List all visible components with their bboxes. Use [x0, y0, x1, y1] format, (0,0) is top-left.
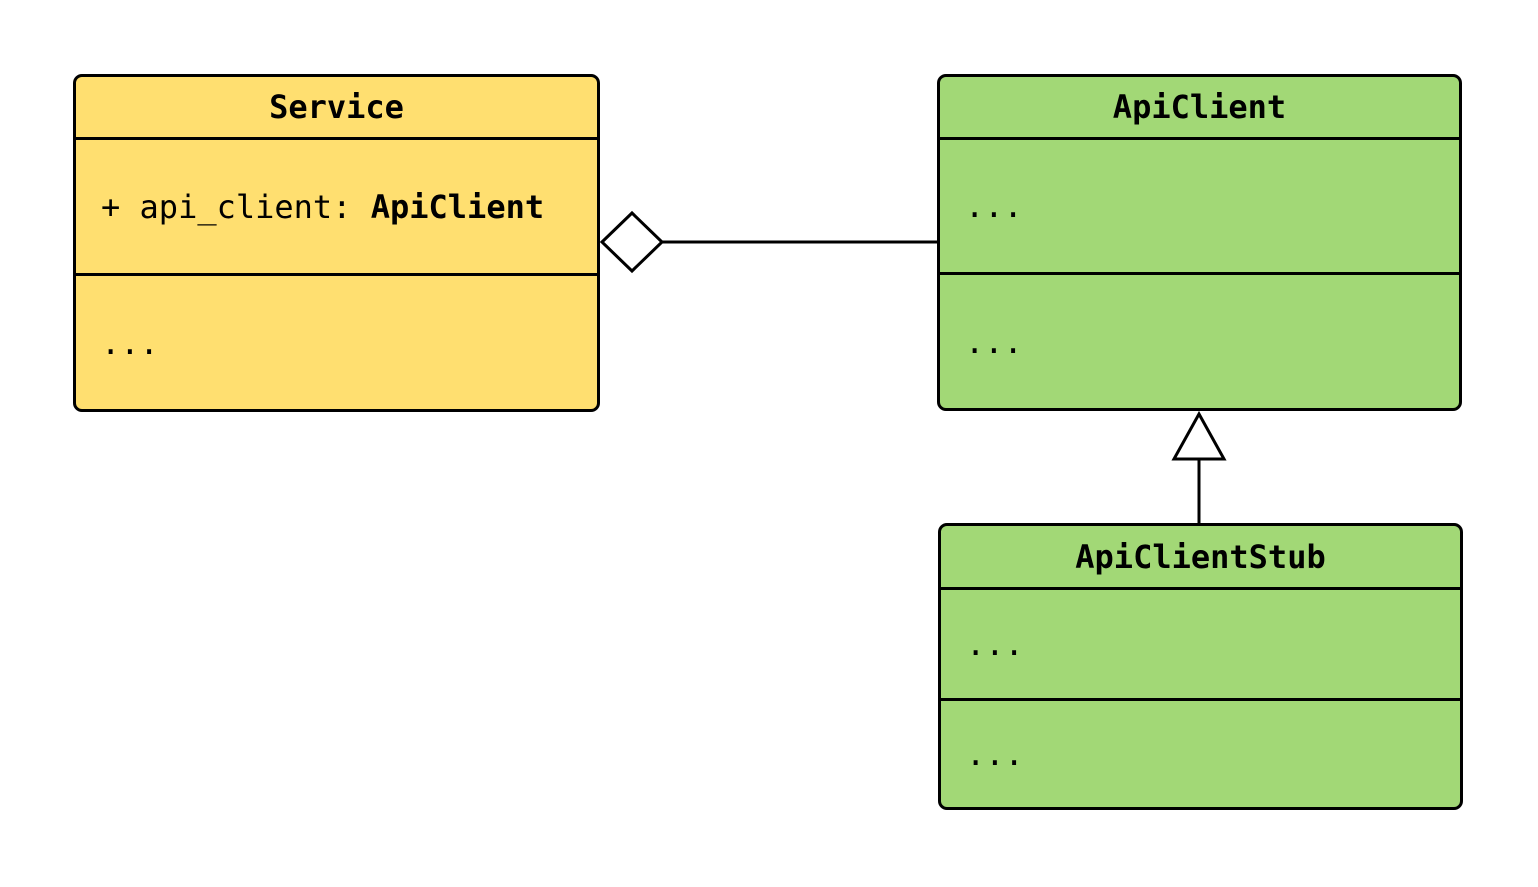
class-attributes-apiclientstub: ... — [941, 590, 1460, 701]
class-title-apiclient: ApiClient — [940, 77, 1459, 140]
class-box-apiclientstub: ApiClientStub ... ... — [938, 523, 1463, 810]
attribute-type-text: ApiClient — [370, 187, 545, 226]
class-methods-service: ... — [101, 323, 159, 362]
class-attributes-apiclient: ... — [940, 140, 1459, 275]
aggregation-diamond-icon — [599, 210, 665, 274]
class-box-apiclient: ApiClient ... ... — [937, 74, 1462, 411]
class-attributes-service: + api_client: ApiClient — [76, 140, 597, 276]
class-box-service: Service + api_client: ApiClient ... — [73, 74, 600, 412]
attribute-name-text: + api_client: — [101, 187, 371, 226]
class-methods-apiclientstub: ... — [966, 735, 1024, 773]
class-title-service: Service — [76, 77, 597, 140]
class-title-apiclientstub: ApiClientStub — [941, 526, 1460, 590]
inheritance-triangle-icon — [1171, 410, 1227, 461]
class-methods-apiclient: ... — [965, 322, 1023, 361]
